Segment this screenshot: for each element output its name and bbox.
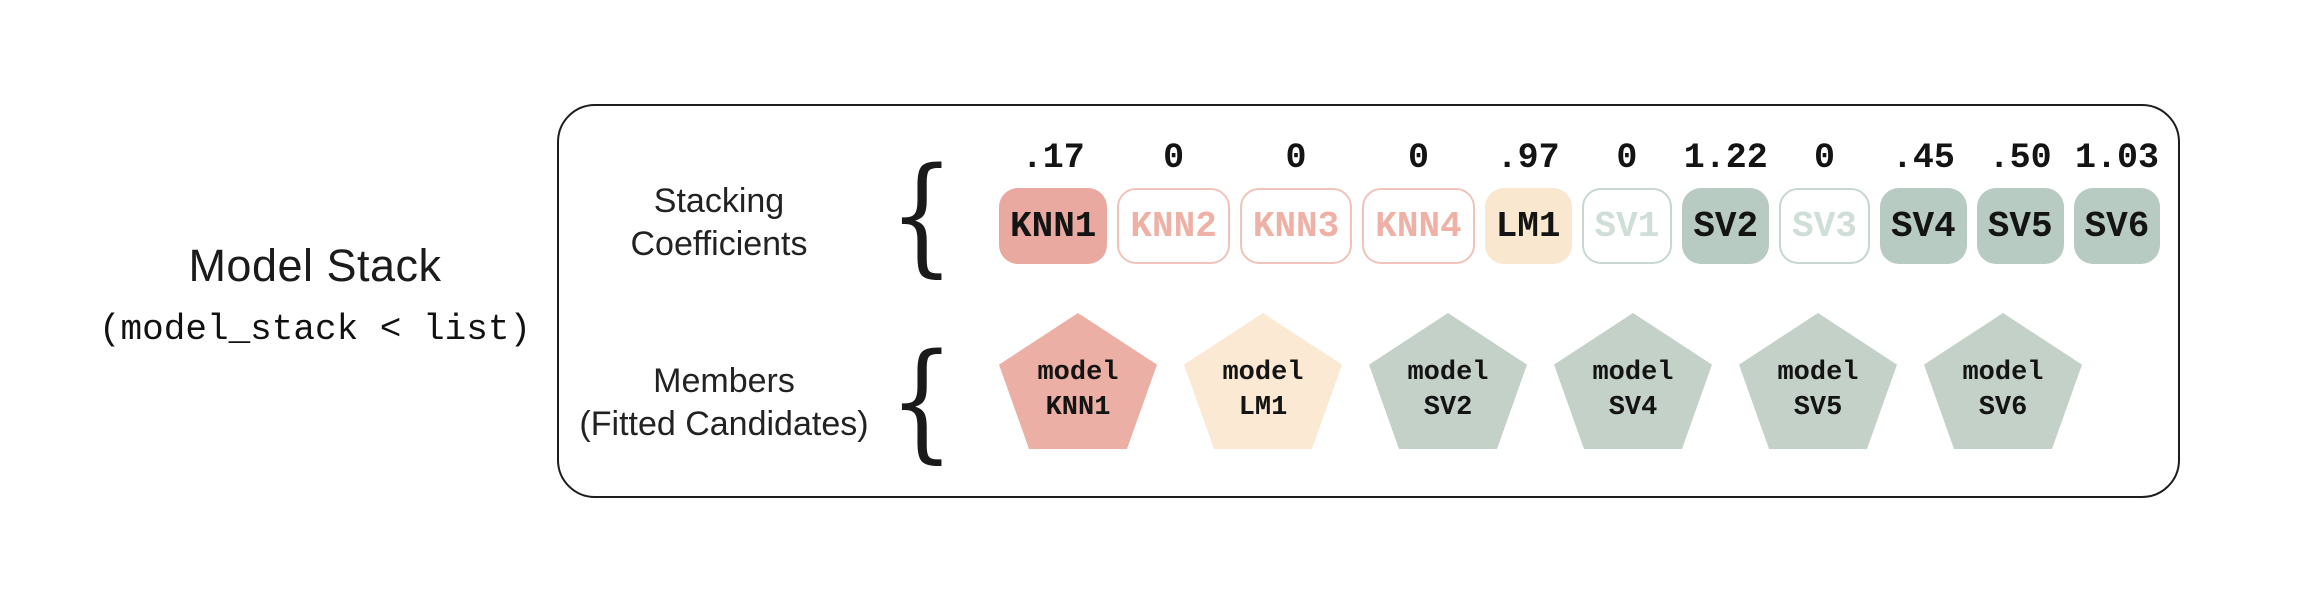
- coefficient-value: .45: [1891, 138, 1955, 178]
- member-pentagon-line1: model: [1592, 358, 1674, 388]
- candidate-chip-knn1: KNN1: [999, 188, 1108, 264]
- member-pentagon-line1: model: [1962, 358, 2044, 388]
- member-pentagon-line2: SV2: [1423, 393, 1473, 423]
- candidate-chip-knn3: KNN3: [1239, 188, 1353, 264]
- member-pentagon-line2: SV6: [1978, 393, 2028, 423]
- candidate-chip-sv4: SV4: [1879, 188, 1967, 264]
- member-pentagon-line2: KNN1: [1045, 393, 1111, 423]
- member-pentagon-line2: SV5: [1793, 393, 1843, 423]
- candidate-chip-sv6: SV6: [2073, 188, 2161, 264]
- member-pentagon-line2: SV4: [1608, 393, 1658, 423]
- coefficient-value: 0: [1616, 138, 1638, 178]
- coefficient-value: .17: [1021, 138, 1085, 178]
- candidate-chip-knn4: KNN4: [1362, 188, 1475, 264]
- model-stack-title: Model Stack (model_stack < list): [75, 240, 555, 350]
- candidate-chip-sv3: SV3: [1779, 188, 1870, 264]
- coefficient-value: 1.03: [2074, 138, 2159, 178]
- candidate-chip-sv1: SV1: [1581, 188, 1673, 264]
- candidate-chip-lm1: LM1: [1484, 188, 1572, 264]
- model-stack-heading: Model Stack: [188, 240, 442, 291]
- coefficient-value: 0: [1814, 138, 1836, 178]
- member-pentagon-line1: model: [1037, 358, 1119, 388]
- coefficient-value: 0: [1163, 138, 1185, 178]
- candidate-chip-sv2: SV2: [1682, 188, 1770, 264]
- members-label-line2: (Fitted Candidates): [579, 405, 869, 443]
- coefficient-value: 0: [1407, 138, 1429, 178]
- model-stack-code: (model_stack < list): [98, 309, 532, 350]
- members-label-line1: Members: [653, 362, 795, 400]
- coefficient-value: 0: [1285, 138, 1307, 178]
- member-pentagon-line1: model: [1222, 358, 1304, 388]
- coefficients-brace: {: [889, 141, 955, 290]
- members-brace: {: [889, 327, 955, 476]
- stacking-coefficients-label-line2: Coefficients: [630, 225, 808, 263]
- candidate-chip-knn2: KNN2: [1117, 188, 1230, 264]
- coefficient-value: .97: [1496, 138, 1560, 178]
- stacking-coefficients-label-line1: Stacking: [653, 182, 785, 220]
- member-pentagon-line1: model: [1777, 358, 1859, 388]
- coefficient-value: .50: [1988, 138, 2052, 178]
- coefficient-value: 1.22: [1683, 138, 1768, 178]
- candidate-chip-sv5: SV5: [1976, 188, 2064, 264]
- member-pentagon-line2: LM1: [1238, 393, 1288, 423]
- stacking-coefficients-label: Stacking Coefficients: [594, 180, 844, 266]
- member-pentagon-line1: model: [1407, 358, 1489, 388]
- members-label: Members (Fitted Candidates): [579, 360, 869, 446]
